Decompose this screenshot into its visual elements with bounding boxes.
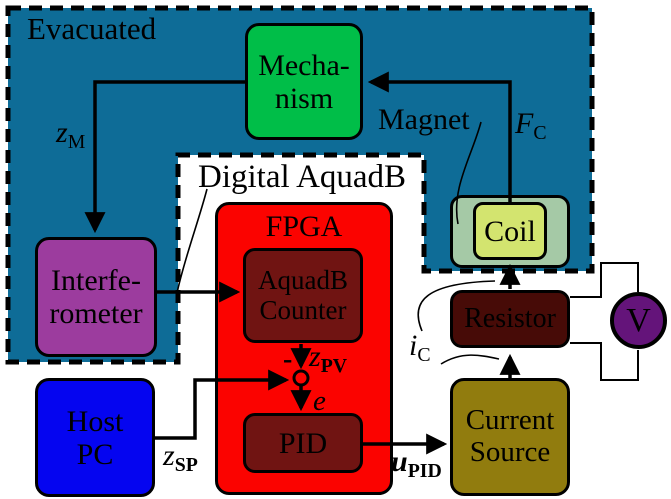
digital-aquadb-label: Digital AquadB	[198, 159, 407, 195]
voltmeter-label: V	[626, 301, 651, 339]
wire-voltmeter-bottom	[570, 342, 639, 381]
pid-label: PID	[278, 426, 328, 460]
aquadb-counter-label-line1: AquadB	[258, 264, 348, 295]
coil-box: Coil	[473, 202, 547, 260]
signal-i-c: iC	[409, 329, 431, 366]
evacuated-label: Evacuated	[27, 11, 157, 46]
signal-f-c: FC	[515, 107, 547, 144]
mechanism-box: Mecha- nism	[245, 23, 363, 140]
wire-voltmeter-top	[570, 262, 639, 298]
pid-box: PID	[243, 413, 363, 473]
interferometer-label-line2: rometer	[49, 297, 143, 330]
resistor-box: Resistor	[450, 290, 570, 348]
current-source-label-line2: Source	[469, 436, 551, 468]
signal-u-pid: uPID	[391, 445, 442, 482]
host-pc-label-line2: PC	[76, 437, 114, 471]
host-pc-box: Host PC	[35, 378, 155, 497]
signal-z-pv-minus: -	[283, 344, 293, 375]
host-pc-label-line1: Host	[66, 404, 124, 438]
leader-digital-aquadb	[176, 188, 208, 294]
voltmeter-circle: V	[610, 292, 667, 349]
magnet-label: Magnet	[378, 103, 470, 136]
leader-ic-lower	[440, 354, 500, 365]
mechanism-label-line2: nism	[274, 81, 334, 115]
signal-z-sp: zSP	[163, 439, 198, 476]
resistor-label: Resistor	[464, 302, 556, 334]
fpga-label: FPGA	[265, 210, 343, 243]
signal-z-m: zM	[56, 116, 86, 153]
coil-label: Coil	[484, 214, 536, 248]
mechanism-label-line1: Mecha-	[258, 48, 350, 82]
current-source-label-line1: Current	[465, 404, 555, 437]
interferometer-box: Interfe- rometer	[35, 237, 157, 357]
current-source-box: Current Source	[450, 378, 570, 496]
aquadb-counter-box: AquadB Counter	[243, 248, 363, 343]
signal-z-pv: zPV	[309, 340, 348, 377]
aquadb-counter-label-line2: Counter	[259, 294, 347, 325]
interferometer-label-line1: Interfe-	[51, 264, 141, 297]
signal-e: e	[313, 385, 326, 417]
